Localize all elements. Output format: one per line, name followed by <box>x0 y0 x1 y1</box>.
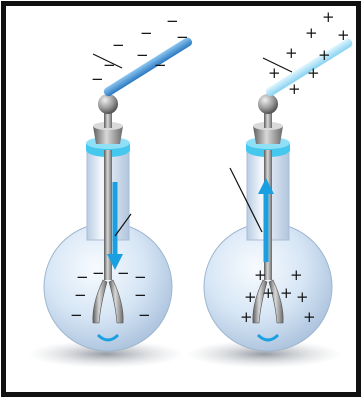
svg-text:+: + <box>296 288 309 306</box>
svg-text:−: − <box>70 306 83 324</box>
metal-stem <box>264 112 272 128</box>
svg-text:+: + <box>262 284 275 302</box>
svg-text:−: − <box>74 286 87 304</box>
ball-terminal <box>98 94 118 114</box>
svg-text:+: + <box>290 266 303 284</box>
svg-text:+: + <box>337 26 350 44</box>
svg-text:−: − <box>154 56 167 74</box>
svg-text:−: − <box>176 28 189 46</box>
svg-text:−: − <box>140 24 153 42</box>
svg-text:+: + <box>288 80 301 98</box>
inner-rod <box>104 150 112 280</box>
svg-text:+: + <box>240 308 253 326</box>
svg-text:+: + <box>307 64 320 82</box>
ball-terminal <box>258 94 278 114</box>
svg-text:−: − <box>134 286 147 304</box>
svg-text:+: + <box>303 308 316 326</box>
svg-text:−: − <box>103 56 116 74</box>
svg-text:−: − <box>92 264 105 282</box>
svg-text:−: − <box>112 36 125 54</box>
svg-text:−: − <box>91 70 104 88</box>
svg-text:+: + <box>285 44 298 62</box>
svg-text:+: + <box>322 8 335 26</box>
svg-text:−: − <box>136 46 149 64</box>
svg-text:−: − <box>134 268 147 286</box>
svg-text:+: + <box>254 266 267 284</box>
svg-text:−: − <box>117 264 130 282</box>
svg-text:+: + <box>280 284 293 302</box>
svg-text:+: + <box>268 64 281 82</box>
metal-stem <box>104 112 112 128</box>
svg-text:+: + <box>318 46 331 64</box>
svg-text:+: + <box>244 288 257 306</box>
svg-text:+: + <box>305 24 318 42</box>
svg-text:−: − <box>138 306 151 324</box>
svg-text:−: − <box>76 268 89 286</box>
